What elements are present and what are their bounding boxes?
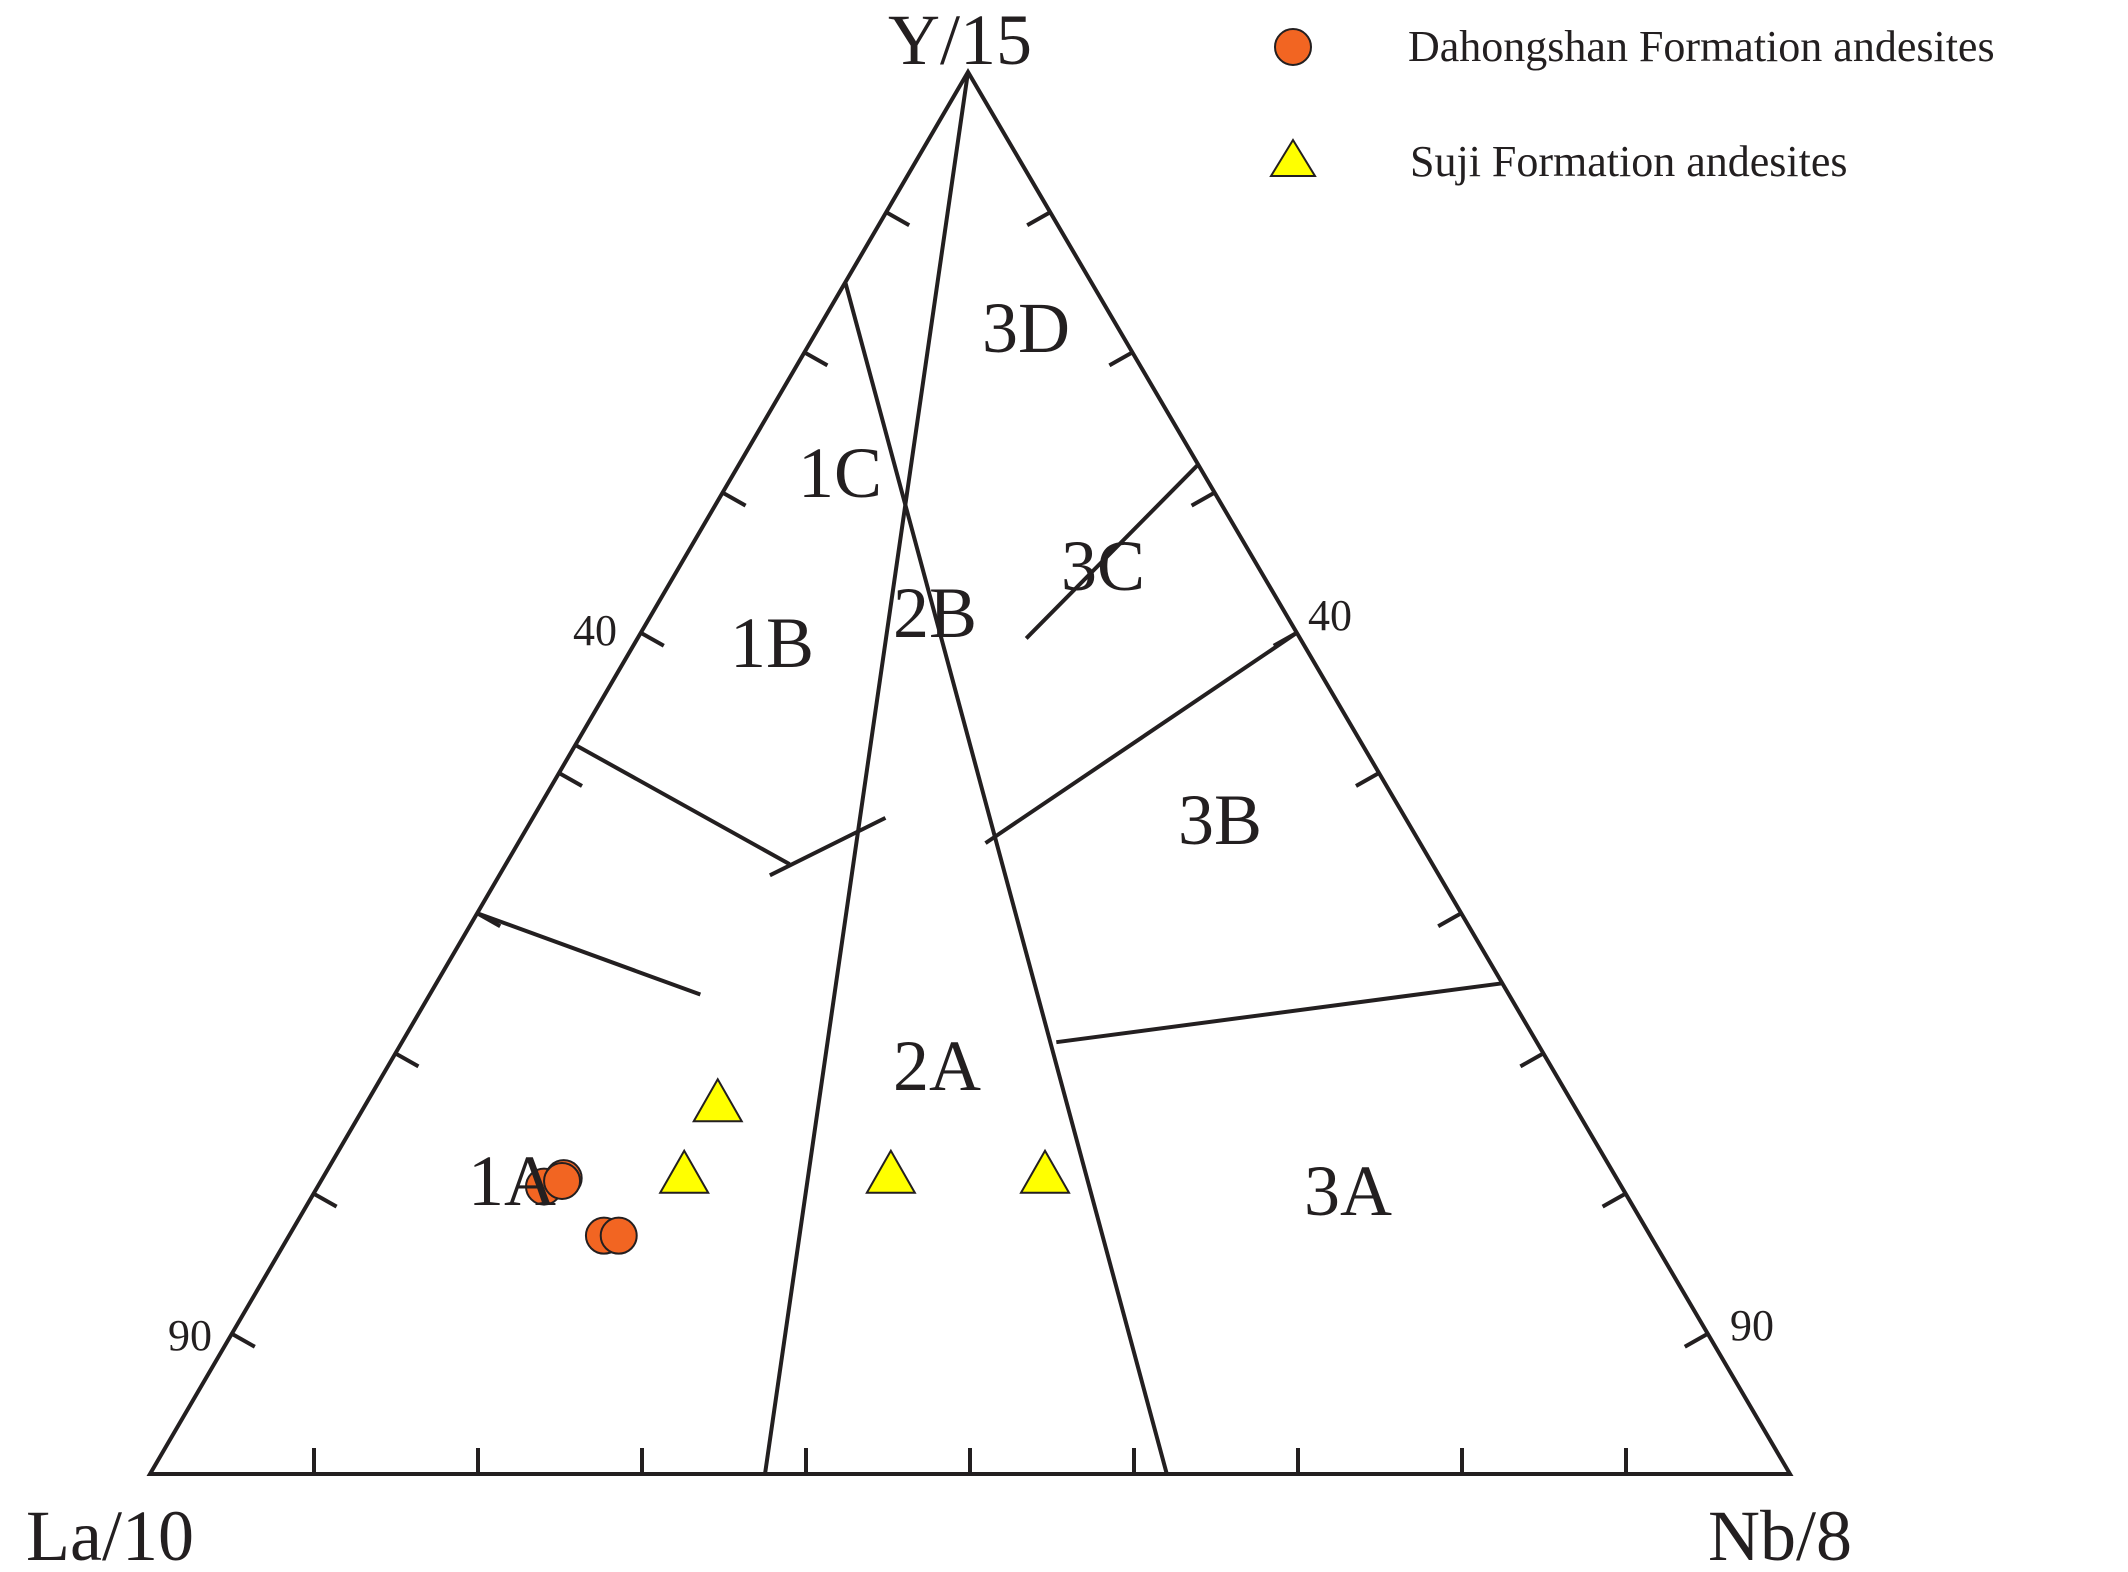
data-point-dahongshan-5 xyxy=(599,1216,638,1255)
tick-left-30 xyxy=(394,1051,420,1069)
tick-right-60 xyxy=(1272,631,1298,648)
tick-left-70 xyxy=(721,490,747,508)
tick-left-80 xyxy=(803,350,829,368)
tick-left-10 xyxy=(230,1332,256,1349)
tick-right-30 xyxy=(1519,1051,1545,1069)
field-label-1c: 1C xyxy=(798,433,882,513)
field-label-2b: 2B xyxy=(893,573,977,653)
boundary-3c-3d xyxy=(1024,463,1200,640)
boundary-3a-3b xyxy=(1056,981,1503,1045)
tick-right-90 xyxy=(1026,210,1052,227)
field-label-3b: 3B xyxy=(1178,780,1262,860)
tick-right-50 xyxy=(1355,771,1380,788)
tick-left-40 xyxy=(476,911,502,928)
vertex-label-right: Nb/8 xyxy=(1708,1496,1852,1567)
data-point-suji-3 xyxy=(865,1148,917,1194)
boundary-1-2 xyxy=(763,71,970,1475)
boundary-3b-3c xyxy=(984,631,1298,845)
tick-right-10 xyxy=(1683,1332,1709,1349)
data-point-suji-4 xyxy=(1019,1148,1071,1194)
vertex-label-left: La/10 xyxy=(26,1496,194,1567)
tick-label-left-40: 40 xyxy=(573,606,617,655)
field-label-3a: 3A xyxy=(1304,1151,1392,1231)
tick-right-40 xyxy=(1437,911,1463,928)
tick-label-right-40: 40 xyxy=(1308,591,1352,640)
data-point-suji-1 xyxy=(692,1077,744,1123)
tick-right-80 xyxy=(1108,350,1134,368)
tick-right-20 xyxy=(1601,1191,1627,1209)
legend-label-suji: Suji Formation andesites xyxy=(1410,137,1848,186)
tick-left-60 xyxy=(639,631,665,648)
vertex-label-top: Y/15 xyxy=(888,0,1032,80)
tick-left-50 xyxy=(558,771,583,788)
field-label-1b: 1B xyxy=(730,603,814,683)
tick-label-right-90: 90 xyxy=(1730,1301,1774,1350)
tick-left-20 xyxy=(312,1191,338,1209)
field-label-3c: 3C xyxy=(1061,526,1145,606)
boundary-1b-1c xyxy=(574,743,791,866)
data-point-suji-2 xyxy=(658,1148,710,1194)
boundary-1a-1b xyxy=(476,911,702,997)
legend-marker-dahongshan xyxy=(1274,28,1312,66)
boundary-2a-2b xyxy=(768,816,887,878)
field-label-3d: 3D xyxy=(982,288,1070,368)
tick-right-70 xyxy=(1190,490,1216,508)
field-label-2a: 2A xyxy=(893,1026,981,1106)
tick-left-90 xyxy=(885,210,911,227)
ternary-frame xyxy=(146,68,1794,1476)
data-point-dahongshan-3 xyxy=(543,1161,582,1200)
tick-label-left-90: 90 xyxy=(168,1311,212,1360)
boundary-2-3 xyxy=(843,281,1169,1475)
legend-label-dahongshan: Dahongshan Formation andesites xyxy=(1408,22,1995,71)
legend: Dahongshan Formation andesites Suji Form… xyxy=(1269,22,1995,186)
legend-marker-suji xyxy=(1269,138,1317,177)
field-label-1a: 1A xyxy=(468,1141,556,1221)
